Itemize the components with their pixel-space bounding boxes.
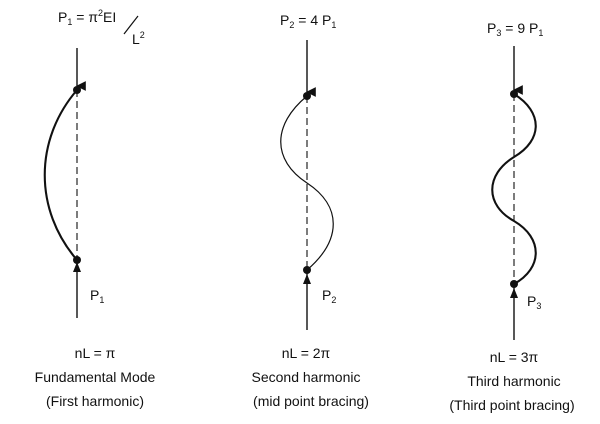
column-third-harmonic: P3 = 9 P1 P3 nL = 3π Third harmonic (Thi… — [449, 20, 574, 413]
pin-top-3 — [510, 90, 518, 98]
svg-text:L2: L2 — [132, 30, 145, 47]
fraction-slash — [123, 15, 139, 35]
mode-shape-1 — [43, 89, 78, 261]
caption-note-1: (First harmonic) — [46, 393, 144, 409]
bottom-reaction-arrow-2 — [303, 274, 311, 284]
pin-bottom-1 — [73, 256, 81, 264]
caption-formula-1: nL = π — [75, 345, 116, 361]
caption-note-2: (mid point bracing) — [253, 393, 369, 409]
pin-bottom-2 — [303, 266, 311, 274]
mode-shape-2 — [280, 95, 334, 271]
pin-top-2 — [303, 92, 311, 100]
bottom-reaction-arrow-3 — [510, 288, 518, 298]
pin-top-1 — [73, 86, 81, 94]
bottom-reaction-arrow-1 — [73, 262, 81, 272]
pin-bottom-3 — [510, 280, 518, 288]
caption-formula-2: nL = 2π — [282, 345, 331, 361]
column-second-harmonic: P2 = 4 P1 P2 nL = 2π Second harmonic (mi… — [252, 12, 369, 409]
caption-note-3: (Third point bracing) — [449, 397, 574, 413]
caption-formula-3: nL = 3π — [490, 349, 539, 365]
bottom-load-label-3: P3 — [527, 293, 541, 311]
bottom-load-label-2: P2 — [322, 287, 336, 305]
column-fundamental-mode: P1 = π2EI L2 P1 nL = π Fundamental Mode … — [35, 8, 156, 409]
top-load-label-2: P2 = 4 P1 — [280, 12, 336, 30]
top-load-label-1: P1 = π2EI L2 — [58, 8, 145, 47]
caption-mode-1: Fundamental Mode — [35, 369, 156, 385]
bottom-load-label-1: P1 — [90, 287, 104, 305]
svg-text:P1 = π2EI: P1 = π2EI — [58, 8, 116, 27]
caption-mode-2: Second harmonic — [252, 369, 361, 385]
top-load-label-3: P3 = 9 P1 — [487, 20, 543, 38]
caption-mode-3: Third harmonic — [467, 373, 560, 389]
mode-shape-3 — [491, 93, 537, 285]
